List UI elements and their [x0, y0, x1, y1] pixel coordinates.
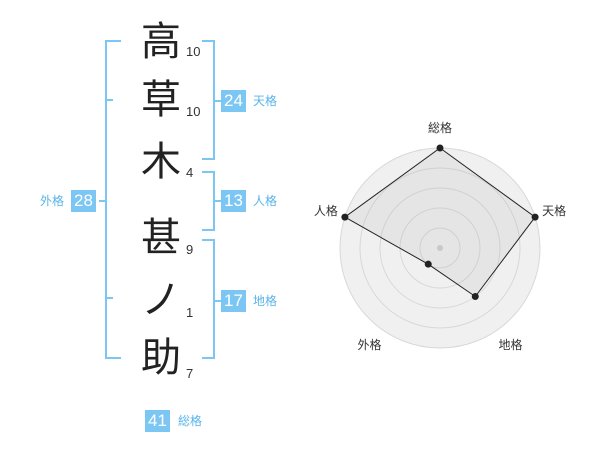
radar-point-5 — [341, 213, 349, 221]
radar-ring — [379, 187, 501, 309]
radar-ring — [359, 167, 521, 329]
stroke-count-3: 4 — [186, 165, 194, 180]
radar-point-2 — [531, 213, 539, 221]
gaikaku-label: 外格 — [40, 194, 65, 208]
radar-point-1 — [436, 144, 444, 152]
radar-axis-label-1: 総格 — [428, 120, 452, 135]
chikaku-value-badge: 17 — [221, 290, 246, 312]
jinkaku-value-badge: 13 — [221, 190, 246, 212]
radar-polygon — [343, 147, 536, 298]
stroke-count-4: 9 — [186, 242, 194, 257]
name-char-6: 助 — [141, 335, 181, 381]
radar-point-3 — [471, 293, 479, 301]
radar-ring — [419, 227, 461, 269]
radar-points — [341, 144, 539, 301]
soukaku-label: 総格 — [178, 414, 203, 428]
stroke-count-6: 7 — [186, 366, 194, 381]
soukaku-value-badge: 41 — [145, 410, 170, 432]
stroke-count-5: 1 — [186, 305, 194, 320]
name-char-4: 甚 — [141, 215, 181, 261]
name-char-1: 高 — [141, 19, 181, 65]
radar-point-4 — [424, 260, 432, 268]
stroke-count-1: 10 — [186, 44, 201, 59]
jinkaku-label: 人格 — [253, 194, 278, 208]
radar-axis-label-5: 人格 — [314, 203, 338, 218]
radar-axis-label-4: 外格 — [357, 337, 381, 352]
name-char-2: 草 — [141, 77, 181, 123]
tenkaku-label: 天格 — [253, 94, 278, 108]
radar-center-dot — [437, 245, 443, 251]
gaikaku-bracket — [105, 40, 121, 359]
name-char-5: ノ — [141, 277, 181, 323]
radar-axis-label-3: 地格 — [498, 337, 522, 352]
tenkaku-value-badge: 24 — [221, 90, 246, 112]
radar-axis-label-2: 天格 — [542, 203, 566, 218]
name-char-3: 木 — [141, 139, 181, 185]
stroke-count-2: 10 — [186, 104, 201, 119]
chikaku-bracket — [202, 239, 215, 359]
chikaku-label: 地格 — [253, 294, 278, 308]
gaikaku-value-badge: 28 — [71, 190, 96, 212]
